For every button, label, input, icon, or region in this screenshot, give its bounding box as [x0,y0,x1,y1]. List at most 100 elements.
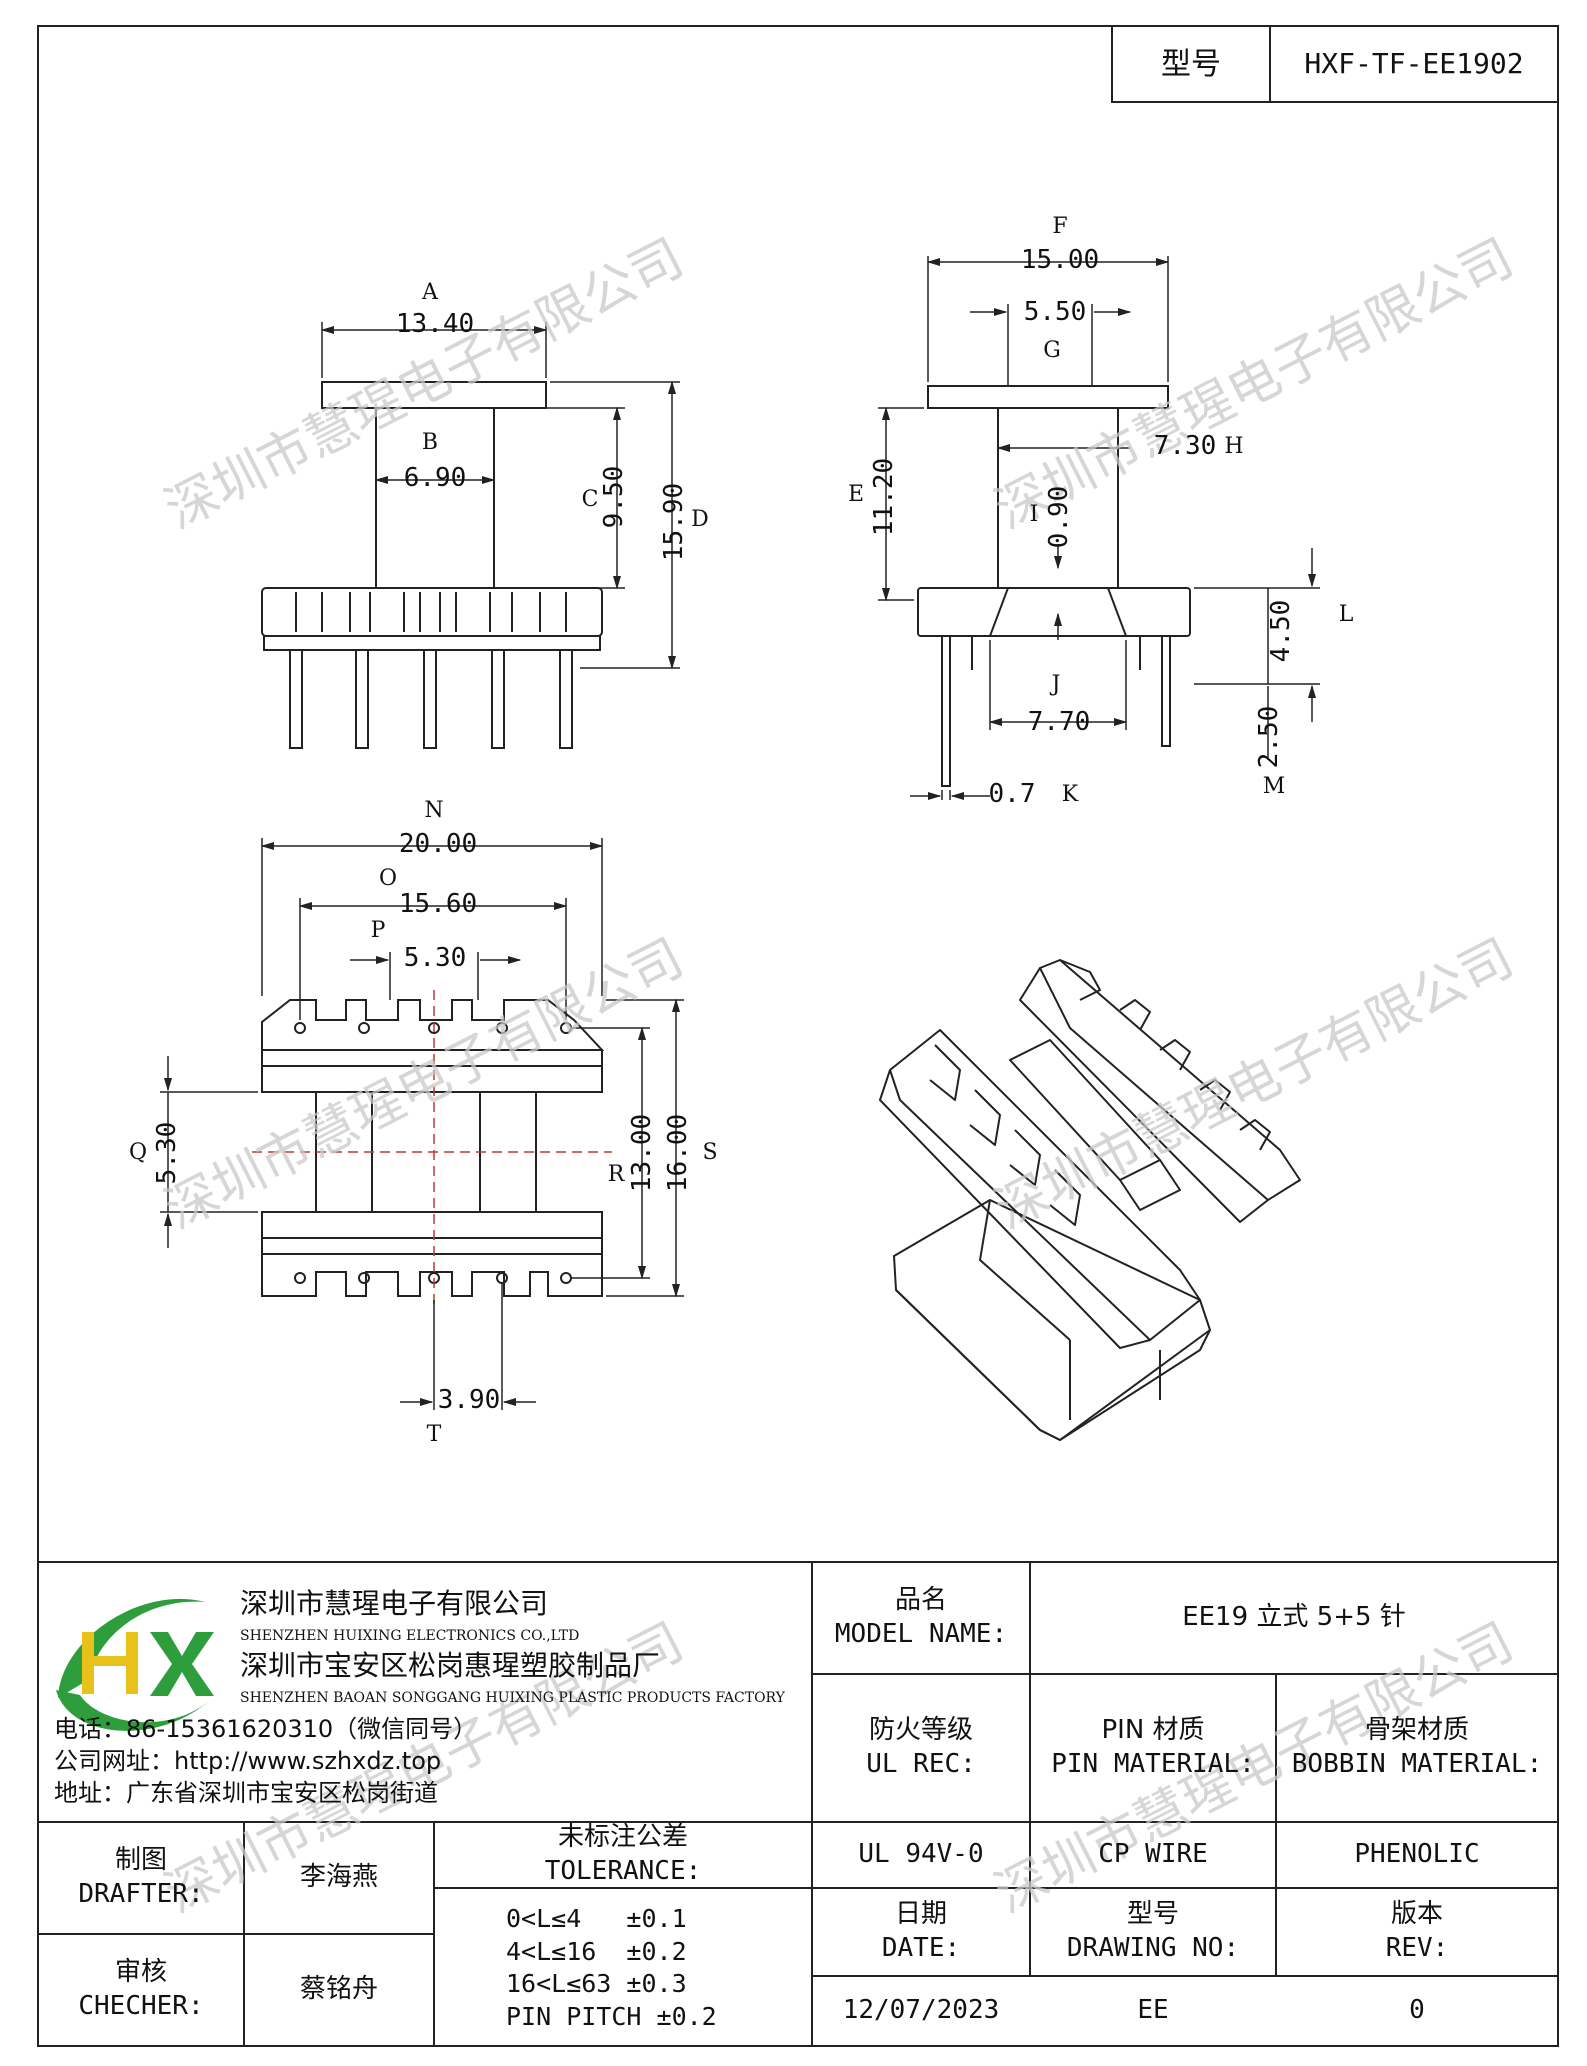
pin-value: CP WIRE [1098,1839,1208,1870]
tolerance-label: 未标注公差 TOLERANCE: [434,1822,812,1888]
rev-cn: 版本 [1390,1899,1443,1930]
drafter-en: DRAFTER: [78,1879,204,1909]
pin-material-cn: PIN 材质 [1101,1715,1205,1746]
pin-material-label: PIN 材质 PIN MATERIAL: [1030,1674,1276,1822]
tolerance-item: 16<L≤63 ±0.3 [506,1969,687,1998]
company-name-en: SHENZHEN HUIXING ELECTRONICS CO.,LTD [240,1627,580,1644]
drafter-name: 李海燕 [299,1862,378,1893]
drawing-no-value: EE [1137,1995,1169,2026]
checker-name: 蔡铭舟 [299,1974,378,2005]
factory-name-en: SHENZHEN BAOAN SONGGANG HUIXING PLASTIC … [240,1689,785,1706]
dim-value-r: 13.00 [627,1113,658,1193]
bottom-view [261,999,605,1297]
dim-letter-q: Q [128,1139,148,1165]
front-view [261,381,603,749]
model-name-value: EE19 立式 5+5 针 [1182,1602,1406,1633]
model-name-en: MODEL NAME: [834,1619,1008,1649]
date-en: DATE: [881,1933,961,1963]
ul-value: UL 94V-0 [858,1839,984,1870]
dim-letter-m: M [1262,773,1286,799]
dim-letter-k: K [1061,781,1079,807]
ul-rec-label: 防火等级 UL REC: [812,1674,1030,1822]
sheet-border [37,25,1559,2047]
dim-value-p: 5.30 [403,943,467,974]
dim-letter-b: B [421,429,439,455]
drawing-no-cn: 型号 [1126,1899,1179,1930]
tolerance-item: PIN PITCH ±0.2 [506,2001,717,2031]
model-box [1111,25,1559,103]
dim-value-o: 15.60 [398,889,478,920]
model-name-cn: 品名 [894,1585,947,1616]
drafter-cn: 制图 [114,1845,167,1876]
bobbin-material-cn: 骨架材质 [1364,1715,1469,1746]
date-cn: 日期 [894,1899,947,1930]
ul-rec-en: UL REC: [866,1749,976,1779]
dim-value-h: 7.30 [1153,431,1217,462]
factory-name-cn: 深圳市宝安区松岗惠瑆塑胶制品厂 [240,1648,661,1682]
company-phone: 电话：86-15361620310（微信同号） [54,1715,478,1744]
dim-letter-f: F [1052,213,1068,239]
dim-letter-s: S [702,1139,718,1165]
tolerance-cn: 未标注公差 [557,1822,688,1853]
side-view [917,385,1191,787]
dim-value-e: 11.20 [869,457,900,537]
dim-value-b: 6.90 [403,463,467,494]
dim-letter-d: D [691,506,709,532]
drawing-no-label: 型号 DRAWING NO: [1030,1888,1276,1976]
checker-cn: 审核 [114,1957,167,1988]
dim-letter-g: G [1043,337,1061,363]
checker-en: CHECHER: [78,1991,204,2021]
isometric-view [879,959,1301,1441]
dim-letter-l: L [1338,601,1354,627]
model-label: 型号 [1161,46,1221,82]
pin-material-en: PIN MATERIAL: [1051,1749,1255,1779]
dim-letter-e: E [847,481,865,507]
dim-letter-h: H [1224,433,1244,459]
dim-letter-t: T [426,1421,442,1447]
dim-letter-a: A [422,279,438,305]
tolerance-item: 0<L≤4 ±0.1 [506,1904,687,1933]
bottom-dimensions [160,838,684,1410]
dim-value-f: 15.00 [1020,245,1100,276]
tolerance-list: 0<L≤4 ±0.1 4<L≤16 ±0.2 16<L≤63 ±0.3 PIN … [506,1896,806,2040]
title-block-grid [38,1561,1558,2046]
bobbin-material-label: 骨架材质 BOBBIN MATERIAL: [1276,1674,1558,1822]
rev-en: REV: [1385,1933,1449,1963]
dim-value-g: 5.50 [1023,297,1087,328]
dim-value-j: 7.70 [1027,707,1091,738]
company-website: 公司网址：http://www.szhxdz.top [54,1747,442,1776]
dim-letter-r: R [607,1161,625,1187]
company-address: 地址：广东省深圳市宝安区松岗街道 [54,1779,438,1808]
front-dimensions [320,322,680,670]
checker-label: 审核 CHECHER: [38,1934,244,2046]
dim-value-c: 9.50 [599,465,630,529]
drafter-label: 制图 DRAFTER: [38,1822,244,1934]
dim-value-l: 4.50 [1266,599,1297,663]
bobbin-material-en: BOBBIN MATERIAL: [1291,1749,1543,1779]
rev-value: 0 [1409,1995,1425,2026]
dim-letter-c: C [581,486,599,512]
date-value: 12/07/2023 [842,1995,1000,2026]
tolerance-en: TOLERANCE: [544,1856,702,1886]
dim-letter-j: J [1051,671,1061,697]
dim-value-a: 13.40 [395,309,475,340]
tolerance-item: 4<L≤16 ±0.2 [506,1936,687,1966]
drawing-no-en: DRAWING NO: [1066,1933,1240,1963]
dim-value-n: 20.00 [398,829,478,860]
ul-rec-cn: 防火等级 [868,1715,973,1746]
dim-value-k: 0.7 [988,779,1036,810]
dim-letter-o: O [378,865,398,891]
dim-value-i: 0.90 [1044,485,1075,549]
model-value: HXF-TF-EE1902 [1304,46,1524,80]
dim-letter-p: P [370,917,386,943]
date-label: 日期 DATE: [812,1888,1030,1976]
rev-label: 版本 REV: [1276,1888,1558,1976]
side-dimensions [878,256,1320,801]
center-lines [252,990,612,1306]
dim-value-q: 5.30 [152,1121,183,1185]
company-logo [56,1598,214,1731]
bobbin-value: PHENOLIC [1354,1839,1480,1870]
dim-letter-n: N [424,797,444,823]
dim-value-d: 15.90 [659,482,690,562]
